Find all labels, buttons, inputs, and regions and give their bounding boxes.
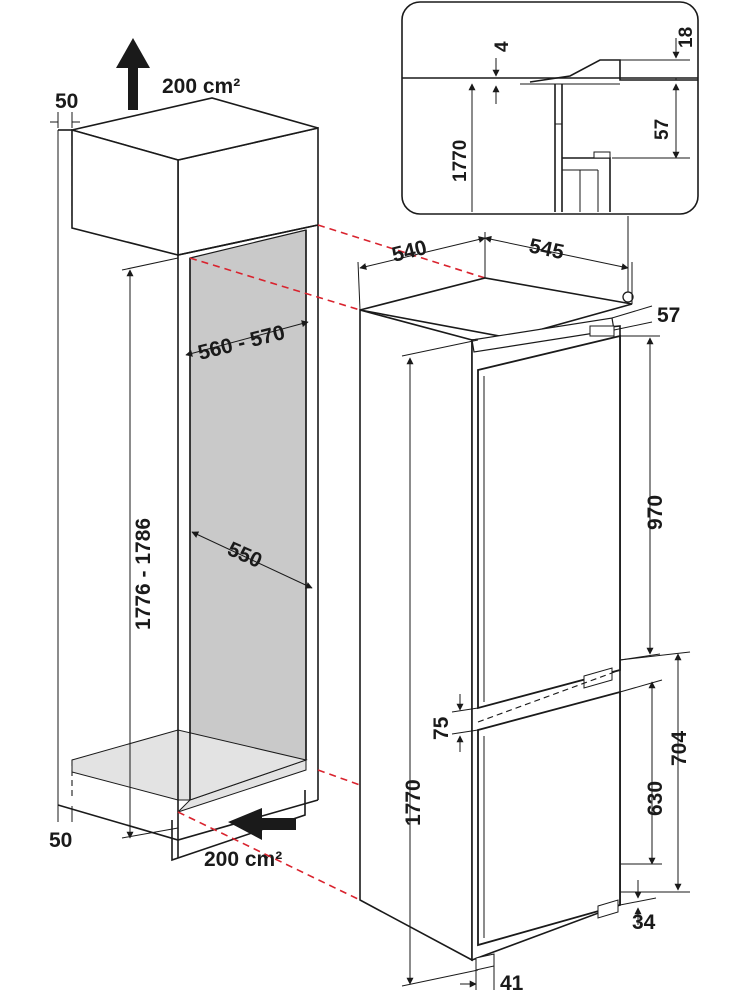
appliance-depth-label: 545	[527, 234, 566, 264]
appliance-depth-dimension	[484, 235, 633, 304]
top-offset-dimension	[50, 112, 80, 128]
top-vent-arrow	[116, 38, 150, 110]
fridge-door	[477, 334, 621, 710]
top-vent-label: 200 cm²	[162, 75, 240, 98]
top-offset-label: 50	[55, 90, 78, 113]
appliance-side	[359, 308, 473, 962]
top-gap-label: 57	[657, 304, 680, 327]
appliance-height-label: 1770	[402, 779, 425, 826]
bottom-vent-arrow	[228, 808, 296, 840]
appliance	[359, 216, 634, 971]
door-gap-dimension	[451, 694, 479, 752]
bottom-offset-label: 50	[49, 829, 72, 852]
detail-bracket-label: 57	[652, 119, 673, 140]
foot-label: 41	[500, 972, 524, 995]
freezer-total-label: 704	[668, 731, 691, 766]
detail-top-label: 18	[676, 27, 697, 48]
freezer-door-dimension	[619, 679, 663, 865]
niche-height-dimension	[121, 257, 179, 839]
detail-gap-label: 4	[492, 41, 513, 52]
appliance-height-dimension	[401, 339, 479, 987]
bottom-vent-label: 200 cm²	[204, 848, 282, 871]
niche-height-label: 1776 - 1786	[132, 518, 155, 630]
bottom-offset-dimension	[57, 806, 73, 822]
detail-height-label: 1770	[450, 140, 471, 182]
plinth-dimension	[619, 880, 657, 925]
appliance-width-label: 540	[390, 236, 430, 267]
detail-inset	[401, 1, 699, 215]
niche-depth-dimension	[191, 531, 313, 589]
cabinet	[57, 97, 319, 862]
freezer-total-dimension	[477, 651, 691, 893]
foot-dimension	[460, 966, 495, 990]
freezer-door-label: 630	[644, 781, 667, 816]
top-gap-dimension	[611, 305, 653, 331]
niche-back-wall	[189, 229, 307, 801]
niche-width-dimension	[185, 320, 309, 357]
plinth-label: 34	[632, 911, 656, 934]
fridge-door-label: 970	[644, 495, 667, 530]
door-gap-label: 75	[430, 716, 453, 740]
